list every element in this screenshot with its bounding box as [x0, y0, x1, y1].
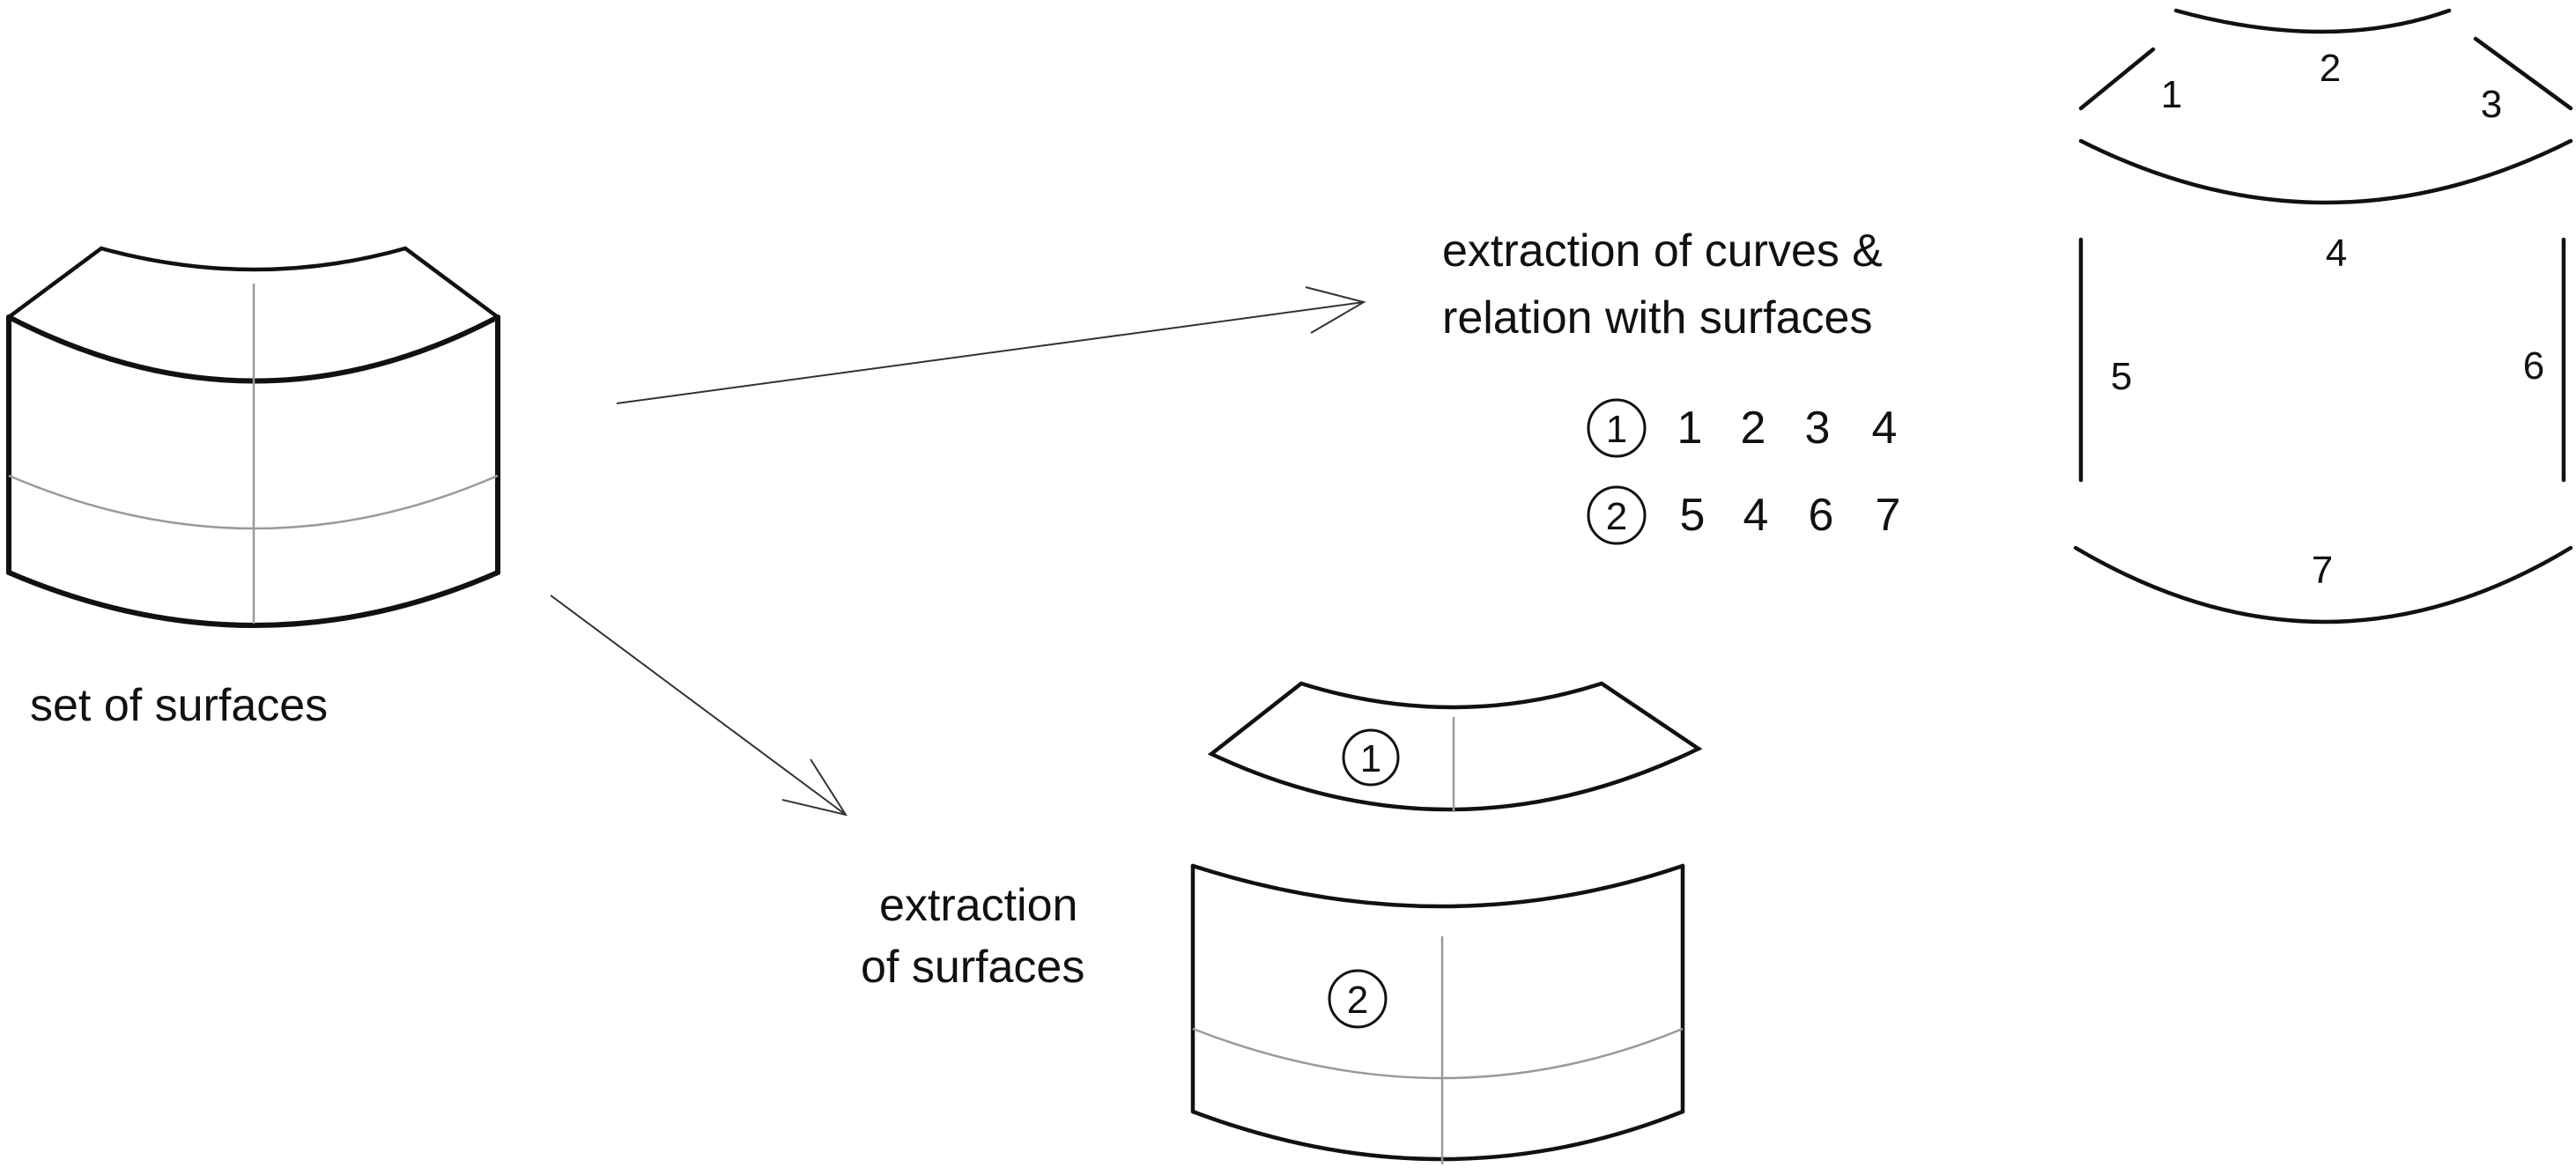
surface-number-circle: [1328, 969, 1388, 1029]
curve-ref: 3: [1805, 403, 1831, 454]
surface-number-circle: [1587, 485, 1647, 545]
extraction-curves-title-line2: relation with surfaces: [1442, 292, 1872, 344]
extracted-surface-1: 1: [1207, 681, 1703, 812]
curve-label-6: 6: [2523, 344, 2544, 388]
extraction-surfaces-label-line1: extraction: [879, 880, 1077, 931]
set-of-surfaces-figure: [6, 246, 500, 628]
arrow-to-surfaces: [550, 595, 848, 817]
curve-ref: 4: [1872, 403, 1898, 454]
curve-label-4: 4: [2326, 232, 2347, 275]
surface-number-circle: [1342, 728, 1400, 787]
curve-label-5: 5: [2111, 355, 2132, 398]
curve-label-7: 7: [2312, 549, 2333, 592]
curve-1: [2078, 47, 2156, 111]
surface-number: 2: [1347, 979, 1368, 1022]
extracted-curves-figure: [2073, 8, 2573, 624]
curve-ref: 7: [1876, 490, 1901, 541]
curve-2: [2173, 8, 2452, 34]
curve-label-2: 2: [2320, 47, 2341, 90]
curve-ref: 6: [1809, 490, 1834, 541]
surface-number: 1: [1606, 408, 1627, 451]
surface-1-top-edge: [6, 246, 500, 320]
relation-row-surface-1: 1 1 2 3 4: [1587, 398, 1898, 458]
curve-label-1: 1: [2161, 73, 2182, 116]
surface-number: 2: [1606, 495, 1627, 538]
curve-ref: 5: [1680, 490, 1706, 541]
curve-ref: 1: [1677, 403, 1703, 454]
extraction-surfaces-label-line2: of surfaces: [861, 942, 1084, 993]
curve-ref: 4: [1743, 490, 1769, 541]
extraction-curves-title-line1: extraction of curves &: [1442, 225, 1883, 277]
curve-ref: 2: [1741, 403, 1766, 454]
surface-number: 1: [1360, 737, 1381, 780]
surface-2-bottom-edge: [6, 570, 500, 628]
set-of-surfaces-label: set of surfaces: [30, 680, 328, 731]
curve-label-3: 3: [2481, 83, 2502, 126]
extracted-surface-2: 2: [1190, 863, 1685, 1164]
curve-4: [2078, 138, 2573, 205]
curve-7: [2073, 545, 2573, 624]
curve-3: [2473, 36, 2573, 111]
relation-row-surface-2: 2 5 4 6 7: [1587, 485, 1901, 545]
arrow-to-curves: [616, 286, 1366, 404]
surface-number-circle: [1587, 398, 1647, 458]
